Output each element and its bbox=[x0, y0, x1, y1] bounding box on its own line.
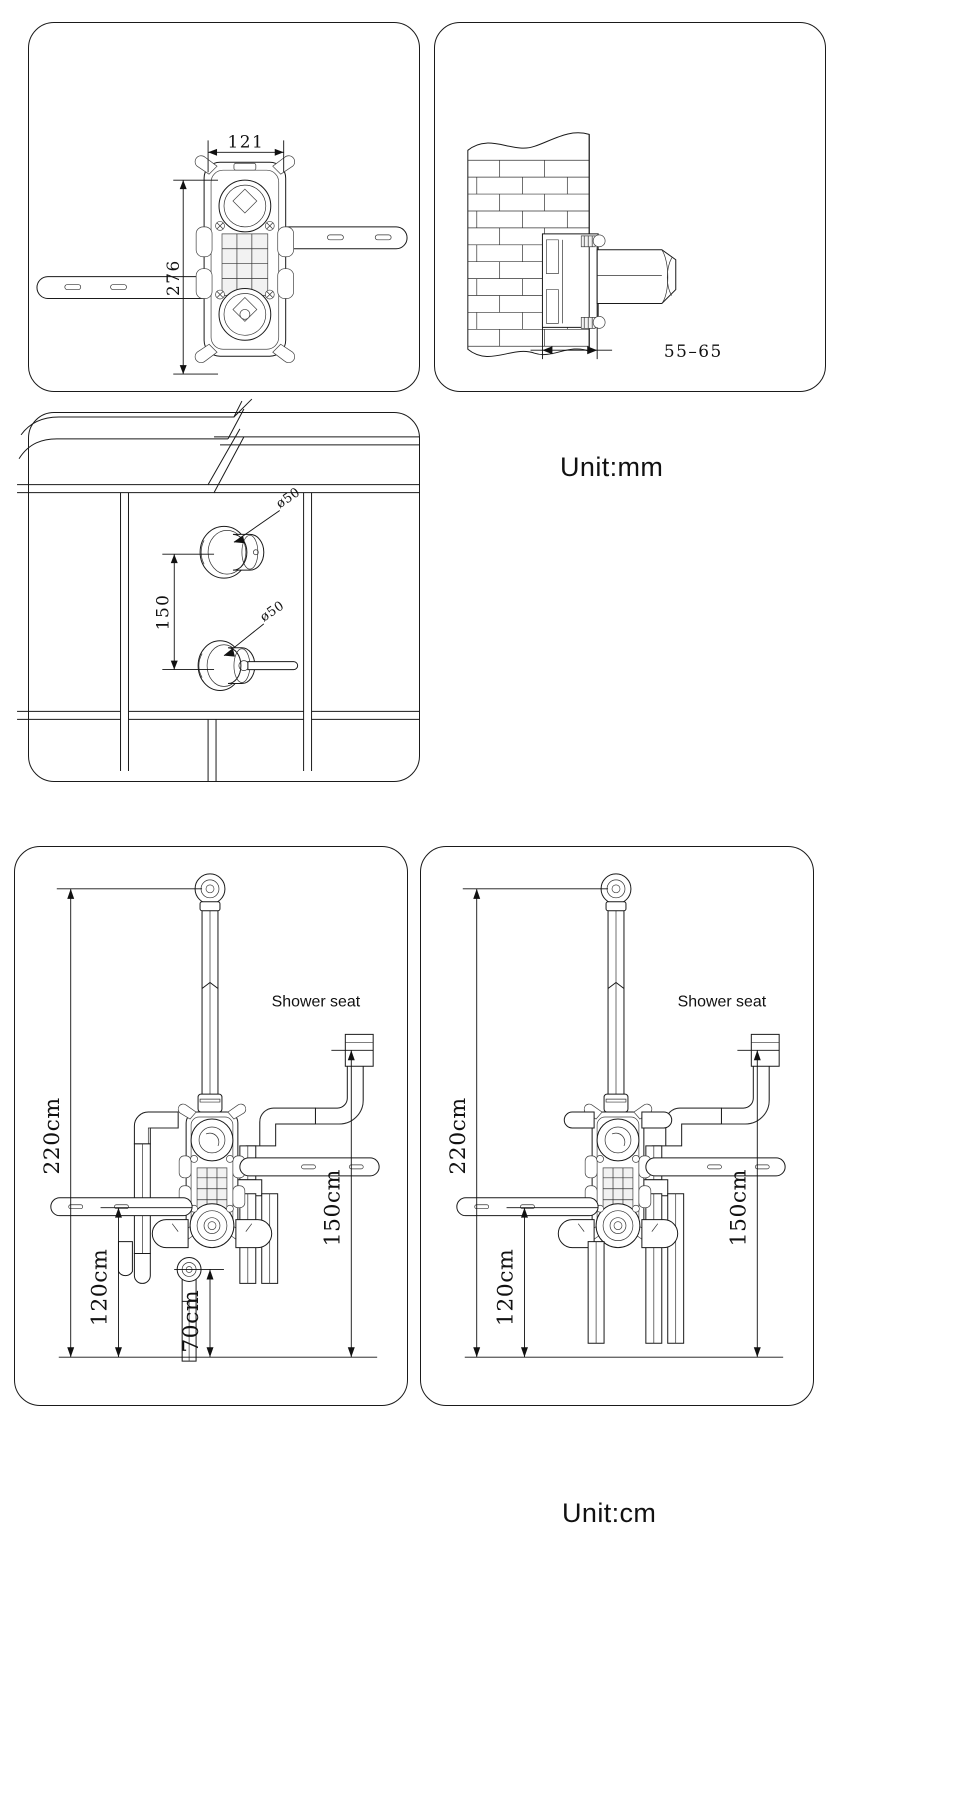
dim-150cm-right-label: 150cm bbox=[726, 1169, 751, 1246]
dimension-150cm-right: 150cm bbox=[726, 1050, 779, 1357]
dimension-120cm-left: 120cm bbox=[88, 1208, 193, 1357]
leader-dia50-bottom bbox=[224, 624, 264, 657]
mounting-bar-left-right-panel bbox=[457, 1198, 598, 1216]
dim-220cm-left-label: 220cm bbox=[40, 1097, 65, 1174]
dim-276-label: 276 bbox=[163, 259, 183, 296]
dim-220cm-right-label: 220cm bbox=[446, 1097, 471, 1174]
leader-dia50-top bbox=[234, 510, 280, 544]
upper-port bbox=[219, 180, 271, 232]
dia50-top-label: ø50 bbox=[274, 485, 304, 512]
panel-wall-section: 55–65 bbox=[434, 22, 826, 392]
riser-pipe bbox=[195, 874, 225, 1112]
riser-pipe-right bbox=[601, 874, 631, 1112]
dim-150mm-label: 150 bbox=[152, 594, 172, 631]
dimension-220cm-left: 220cm bbox=[40, 889, 202, 1357]
panel-front-view: 121 276 bbox=[28, 22, 420, 392]
protruding-spout bbox=[597, 250, 676, 304]
lower-port bbox=[219, 289, 271, 341]
elevation-left-drawing: Shower seat bbox=[40, 847, 407, 1405]
lower-drop-pipe-right bbox=[588, 1242, 604, 1344]
valve-grid bbox=[222, 234, 268, 296]
bottom-outlets bbox=[152, 1220, 271, 1248]
mounting-bar-right-right-panel bbox=[646, 1158, 785, 1176]
dim-120cm-right-label: 120cm bbox=[494, 1249, 519, 1326]
tile-grid bbox=[17, 399, 419, 781]
dimension-70cm-left: 70cm bbox=[174, 1269, 224, 1357]
dimension-150cm-left: 150cm bbox=[320, 1050, 373, 1357]
mounting-bolts bbox=[581, 235, 605, 328]
dimension-120cm-right: 120cm bbox=[494, 1208, 599, 1357]
hose-outlet bbox=[118, 1242, 132, 1276]
mounting-bar-left bbox=[37, 277, 218, 299]
right-outlet-pipe-right bbox=[646, 1194, 684, 1343]
mounting-bar-right-left-panel bbox=[240, 1158, 379, 1176]
lower-trim-handle bbox=[198, 641, 297, 691]
screw-heads bbox=[216, 221, 275, 299]
wall-section-drawing: 55–65 bbox=[435, 23, 723, 361]
bottom-outlets-right bbox=[558, 1220, 677, 1248]
panel-elevation-right: Shower seat bbox=[420, 846, 814, 1406]
unit-mm-label: Unit:mm bbox=[560, 452, 664, 482]
tile-view-drawing: ø50 ø50 150 bbox=[29, 413, 419, 781]
dimension-121: 121 bbox=[208, 131, 284, 172]
panel-tile-view: ø50 ø50 150 bbox=[28, 412, 420, 782]
dimension-220cm-right: 220cm bbox=[446, 889, 608, 1357]
dim-55-65-label: 55–65 bbox=[664, 341, 723, 361]
left-inlet-elbow-right bbox=[564, 1112, 671, 1128]
dimension-276: 276 bbox=[163, 180, 218, 374]
embedded-valve-box bbox=[542, 234, 598, 327]
unit-cm-label: Unit:cm bbox=[562, 1498, 657, 1528]
dia50-bottom-label: ø50 bbox=[258, 598, 288, 625]
panel-elevation-left: Shower seat bbox=[14, 846, 408, 1406]
dim-121-label: 121 bbox=[228, 131, 265, 151]
mounting-bar-left-left-panel bbox=[51, 1198, 192, 1216]
elevation-right-drawing: Shower seat bbox=[446, 847, 813, 1405]
front-view-drawing: 121 276 bbox=[29, 131, 419, 391]
dimension-55-65 bbox=[531, 327, 613, 359]
dim-150cm-left-label: 150cm bbox=[320, 1169, 345, 1246]
dim-70cm-left-label: 70cm bbox=[179, 1290, 204, 1353]
dimension-150mm: 150 bbox=[152, 554, 214, 669]
dim-120cm-left-label: 120cm bbox=[88, 1249, 113, 1326]
upper-trim-handle bbox=[200, 526, 264, 578]
valve-body bbox=[195, 156, 295, 363]
shower-seat-label-right: Shower seat bbox=[678, 993, 767, 1010]
shower-seat-label-left: Shower seat bbox=[272, 993, 361, 1010]
